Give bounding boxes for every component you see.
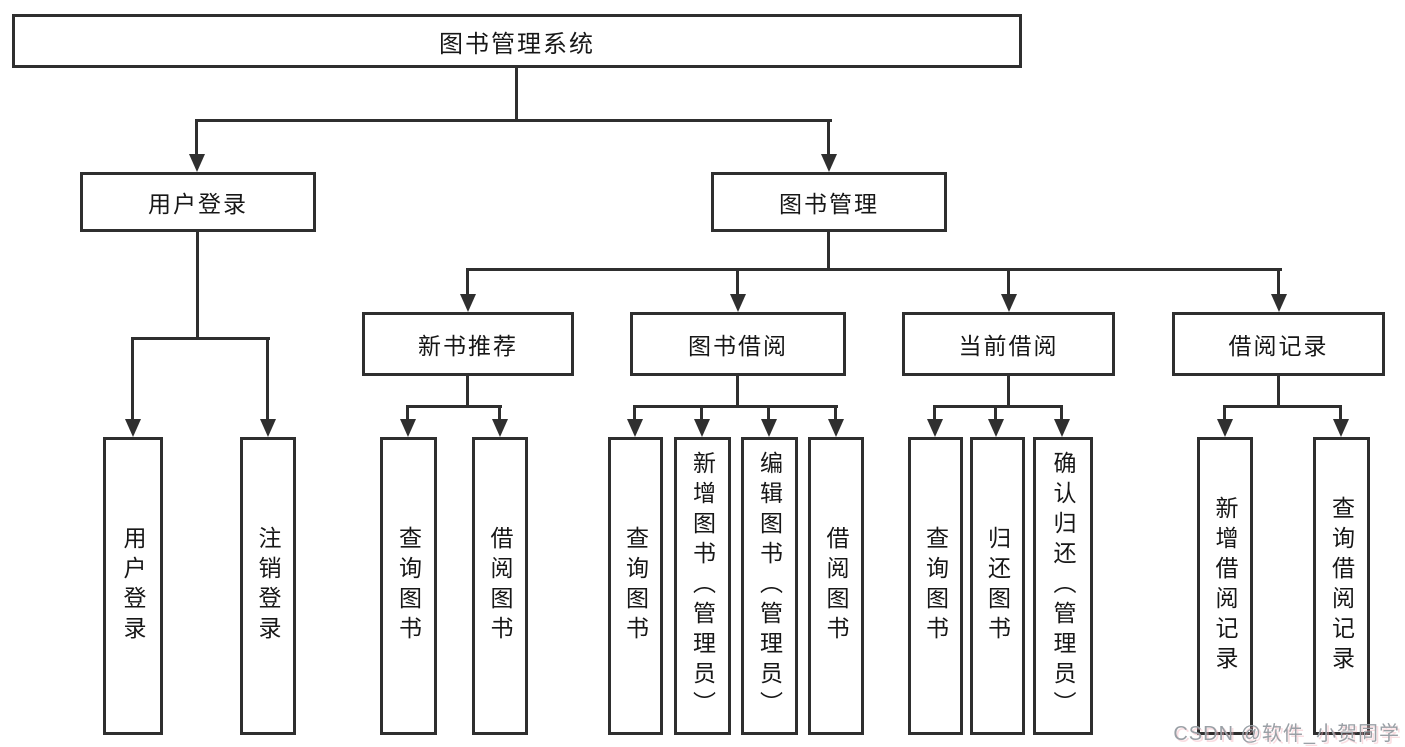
connector-level3-rail xyxy=(466,268,1282,271)
arrowhead-down-icon xyxy=(1217,419,1233,437)
connector-leaf-drop xyxy=(700,405,703,419)
connector-leaf-drop xyxy=(834,405,837,419)
connector-current-borrow-rail xyxy=(933,405,1063,408)
leaf-label: 查询图书 xyxy=(395,526,422,646)
csdn-watermark: CSDN @软件_小贺同学 xyxy=(1173,723,1400,745)
connector-user-login-rail xyxy=(131,337,270,340)
arrowhead-down-icon xyxy=(125,419,141,437)
connector-user-login-drop xyxy=(195,119,198,157)
leaf-query-book-current: 查询图书 xyxy=(908,437,963,735)
leaf-label: 查询图书 xyxy=(622,526,649,646)
arrowhead-down-icon xyxy=(730,294,746,312)
leaf-label: 编辑图书（管理员） xyxy=(756,451,783,721)
connector-borrow-record-drop xyxy=(1277,268,1280,294)
connector-current-borrow-drop xyxy=(1007,268,1010,294)
leaf-label: 新增图书（管理员） xyxy=(689,451,716,721)
connector-leaf-drop xyxy=(406,405,409,419)
connector-new-book-drop xyxy=(466,268,469,294)
node-root-library-system: 图书管理系统 xyxy=(12,14,1022,68)
arrowhead-down-icon xyxy=(460,294,476,312)
arrowhead-down-icon xyxy=(927,419,943,437)
leaf-return-book: 归还图书 xyxy=(970,437,1025,735)
connector-leaf-drop xyxy=(633,405,636,419)
leaf-add-borrow-record: 新增借阅记录 xyxy=(1197,437,1253,735)
leaf-query-book-borrow: 查询图书 xyxy=(608,437,663,735)
node-borrow-record: 借阅记录 xyxy=(1172,312,1385,376)
arrowhead-down-icon xyxy=(761,419,777,437)
leaf-borrow-book: 借阅图书 xyxy=(808,437,864,735)
connector-new-book-rail xyxy=(406,405,502,408)
arrowhead-down-icon xyxy=(260,419,276,437)
connector-book-mgmt-drop xyxy=(827,119,830,157)
arrowhead-down-icon xyxy=(828,419,844,437)
leaf-label: 查询借阅记录 xyxy=(1328,496,1355,676)
connector-borrow-record-stem xyxy=(1277,376,1280,408)
leaf-query-borrow-record: 查询借阅记录 xyxy=(1313,437,1370,735)
connector-login-leaf-drop xyxy=(131,337,134,419)
node-book-management: 图书管理 xyxy=(711,172,947,232)
leaf-add-book-admin: 新增图书（管理员） xyxy=(674,437,731,735)
arrowhead-down-icon xyxy=(1054,419,1070,437)
connector-borrow-record-rail xyxy=(1223,405,1342,408)
node-user-login: 用户登录 xyxy=(80,172,316,232)
leaf-query-book-recommend: 查询图书 xyxy=(380,437,437,735)
arrowhead-down-icon xyxy=(694,419,710,437)
arrowhead-down-icon xyxy=(1333,419,1349,437)
connector-root-stem xyxy=(515,68,518,122)
connector-leaf-drop xyxy=(1060,405,1063,419)
connector-current-borrow-stem xyxy=(1007,376,1010,408)
leaf-label: 确认归还（管理员） xyxy=(1050,451,1076,721)
arrowhead-down-icon xyxy=(1001,294,1017,312)
arrowhead-down-icon xyxy=(1271,294,1287,312)
connector-leaf-drop xyxy=(994,405,997,419)
connector-book-borrow-rail xyxy=(633,405,838,408)
connector-leaf-drop xyxy=(1223,405,1226,419)
connector-book-borrow-stem xyxy=(736,376,739,408)
connector-leaf-drop xyxy=(1339,405,1342,419)
arrowhead-down-icon xyxy=(821,154,837,172)
leaf-label: 新增借阅记录 xyxy=(1212,496,1238,676)
leaf-label: 注销登录 xyxy=(255,526,281,646)
connector-leaf-drop xyxy=(767,405,770,419)
leaf-borrow-book-recommend: 借阅图书 xyxy=(472,437,528,735)
arrowhead-down-icon xyxy=(627,419,643,437)
connector-book-borrow-drop xyxy=(736,268,739,294)
connector-level2-rail xyxy=(195,119,832,122)
connector-logout-leaf-drop xyxy=(266,337,269,419)
connector-book-mgmt-stem xyxy=(827,232,830,271)
leaf-logout: 注销登录 xyxy=(240,437,296,735)
connector-leaf-drop xyxy=(498,405,501,419)
arrowhead-down-icon xyxy=(492,419,508,437)
arrowhead-down-icon xyxy=(189,154,205,172)
leaf-label: 查询图书 xyxy=(922,526,949,646)
leaf-confirm-return-admin: 确认归还（管理员） xyxy=(1033,437,1093,735)
node-book-borrow: 图书借阅 xyxy=(630,312,846,376)
connector-user-login-stem xyxy=(196,232,199,340)
connector-leaf-drop xyxy=(933,405,936,419)
node-new-book-recommend: 新书推荐 xyxy=(362,312,574,376)
node-current-borrow: 当前借阅 xyxy=(902,312,1115,376)
leaf-user-login: 用户登录 xyxy=(103,437,163,735)
arrowhead-down-icon xyxy=(988,419,1004,437)
leaf-edit-book-admin: 编辑图书（管理员） xyxy=(741,437,798,735)
leaf-label: 借阅图书 xyxy=(487,526,513,646)
arrowhead-down-icon xyxy=(400,419,416,437)
connector-new-book-stem xyxy=(466,376,469,408)
leaf-label: 用户登录 xyxy=(120,526,146,646)
leaf-label: 借阅图书 xyxy=(823,526,849,646)
leaf-label: 归还图书 xyxy=(984,526,1011,646)
